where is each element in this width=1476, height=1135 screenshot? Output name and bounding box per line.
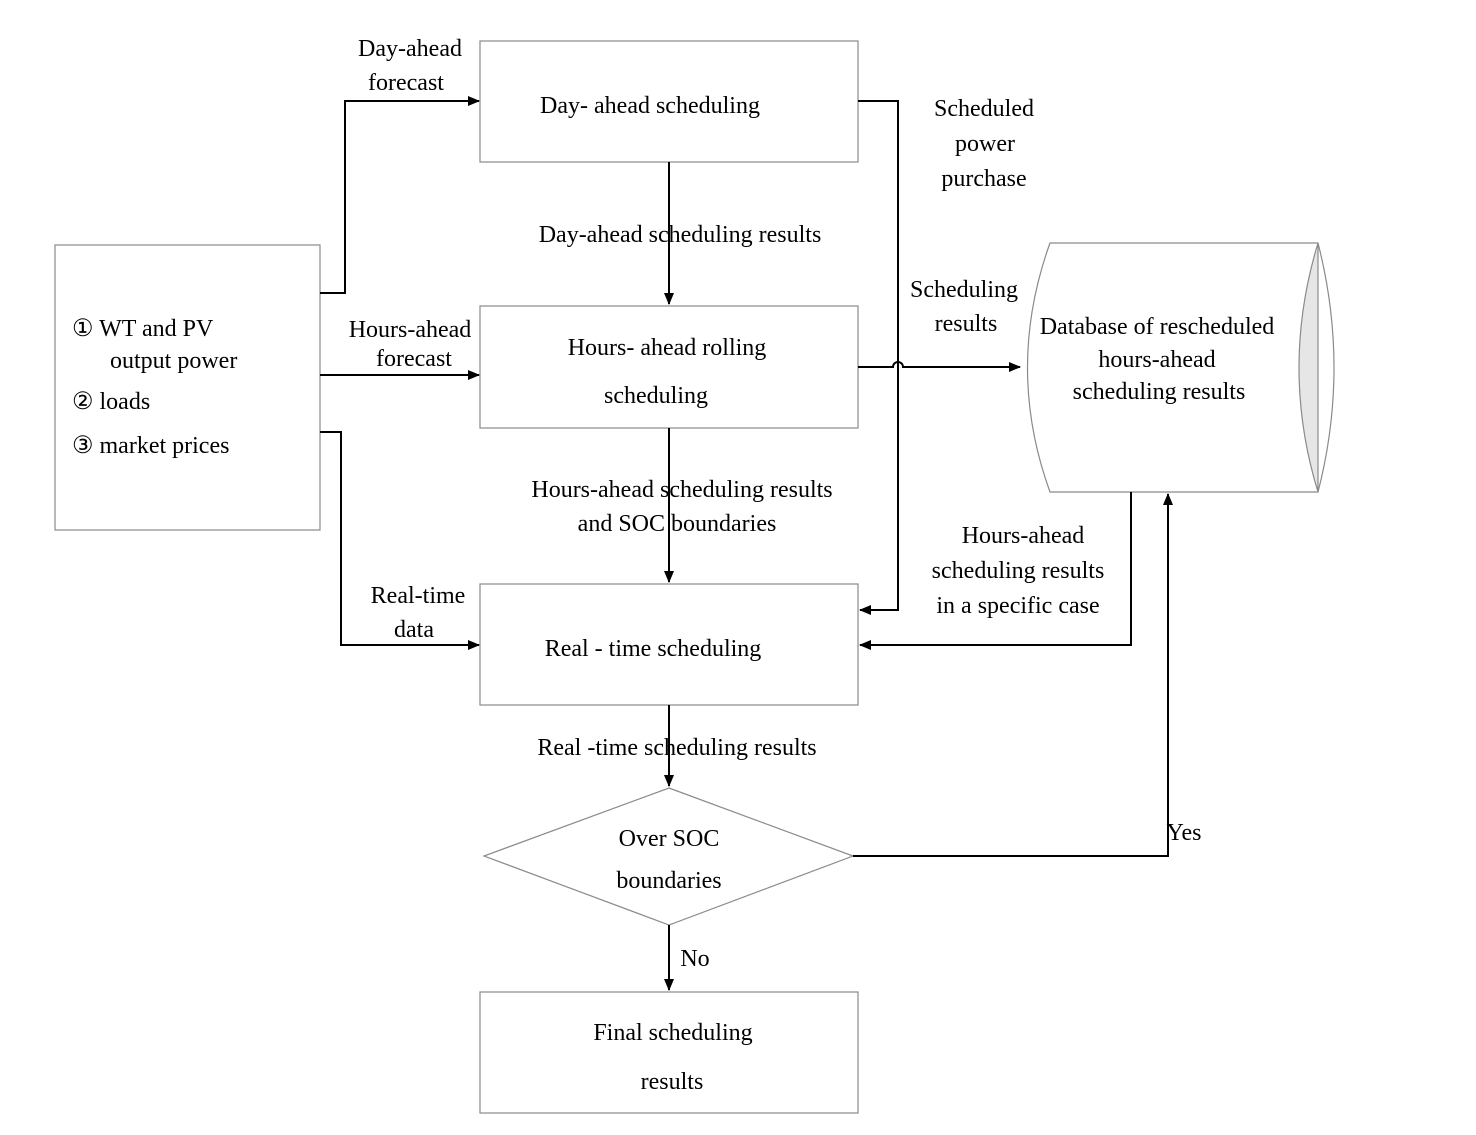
hours-ahead-results-label-2: and SOC boundaries [578,511,777,537]
database-label-2: hours-ahead [1098,347,1215,373]
hours-ahead-scheduling-box: Hours- ahead rolling scheduling [479,305,859,429]
input-market-prices-text: ③ market prices [72,433,229,459]
final-results-box: Final scheduling results [479,991,859,1114]
real-time-scheduling-box: Real - time scheduling [479,583,859,706]
hours-ahead-forecast-label-1: Hours-ahead [349,317,472,343]
scheduled-purchase-label-3: purchase [941,166,1026,192]
scheduling-results-label-2: results [935,311,998,337]
hours-ahead-scheduling-label-1: Hours- ahead rolling [568,335,767,361]
input-loads-text: ② loads [72,389,150,415]
decision-label-2: boundaries [616,868,721,894]
day-ahead-forecast-label-2: forecast [368,70,444,96]
hours-ahead-results-label-1: Hours-ahead scheduling results [531,477,832,503]
day-ahead-forecast-arrow [320,96,480,294]
final-results-label-2: results [641,1069,704,1095]
day-ahead-scheduling-label: Day- ahead scheduling [540,93,760,119]
scheduling-results-arrow [858,361,1021,372]
specific-case-arrow [859,492,1132,650]
database-label-3: scheduling results [1073,379,1246,405]
scheduling-results-label-1: Scheduling [910,277,1018,303]
database-cylinder: Database of rescheduled hours-ahead sche… [1026,242,1335,493]
day-ahead-forecast-label-1: Day-ahead [358,36,462,62]
specific-case-label-1: Hours-ahead [962,523,1085,549]
yes-arrow [853,493,1173,857]
database-label-1: Database of rescheduled [1040,314,1275,340]
day-ahead-scheduling-box: Day- ahead scheduling [479,40,859,163]
specific-case-label-3: in a specific case [936,593,1099,619]
scheduled-purchase-label-2: power [955,131,1015,157]
input-output-power-text: output power [110,348,237,374]
real-time-data-arrow [320,431,480,650]
day-ahead-results-label: Day-ahead scheduling results [539,222,822,248]
hours-ahead-forecast-label-2: forecast [376,346,452,372]
real-time-results-label: Real -time scheduling results [537,735,816,761]
scheduled-purchase-label-1: Scheduled [934,96,1034,122]
decision-label-1: Over SOC [619,826,720,852]
input-data-box: ① WT and PV output power ② loads ③ marke… [54,244,321,531]
over-soc-decision: Over SOC boundaries [482,787,855,926]
yes-label: Yes [1167,820,1202,846]
specific-case-label-2: scheduling results [932,558,1105,584]
hours-ahead-scheduling-label-2: scheduling [604,383,708,409]
real-time-data-label-2: data [394,617,434,643]
no-label: No [680,946,709,972]
final-results-label-1: Final scheduling [593,1020,752,1046]
real-time-scheduling-label: Real - time scheduling [545,636,762,662]
input-wt-pv-text: ① WT and PV [72,316,214,342]
scheduled-purchase-arrow [858,100,899,615]
real-time-data-label-1: Real-time [371,583,466,609]
